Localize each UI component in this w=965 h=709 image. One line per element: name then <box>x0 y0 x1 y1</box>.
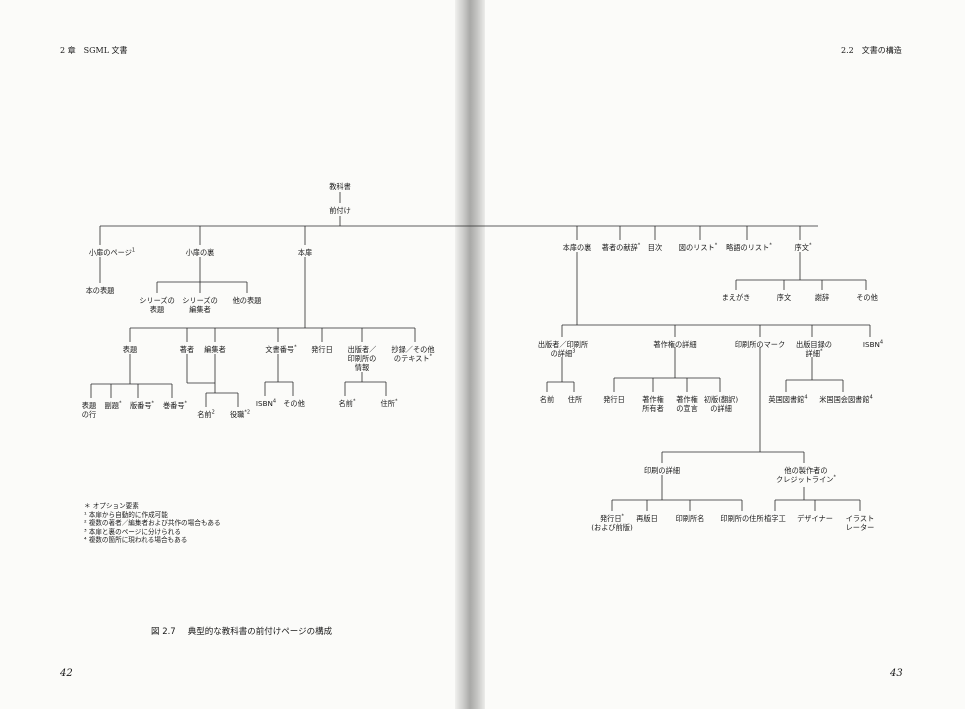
node-illustrator: イラスト レーター <box>845 514 875 532</box>
node-author: 著者 <box>179 345 195 354</box>
figure-caption: 図 2.7 典型的な教科書の前付けページの構成 <box>151 625 344 637</box>
page-number-left: 42 <box>60 668 73 679</box>
node-book-title: 本の表題 <box>85 286 115 295</box>
node-table-of-contents: 目次 <box>647 243 663 252</box>
node-title: 表題 <box>122 345 138 354</box>
node-edition: 版番号* <box>129 400 155 410</box>
node-cataloging-detail: 出版目録の 詳細* <box>796 340 832 358</box>
node-reprint-date: 再版日 <box>636 514 658 523</box>
node-abstract-text: 抄録／その他 のテキスト* <box>391 345 435 363</box>
running-head-left: 2 章 SGML 文書 <box>60 46 128 55</box>
node-other-titles: 他の表題 <box>232 296 262 305</box>
node-textbook: 教科書 <box>329 182 351 191</box>
node-list-of-abbreviations: 略語のリスト* <box>726 242 772 252</box>
node-print-date: 発行日* (および前版) <box>591 513 633 532</box>
node-publisher-info: 出版者／ 印刷所の 情報 <box>347 345 377 372</box>
node-name: 名前2 <box>197 409 215 419</box>
figure-notes: ＊ オプション要素 ¹ 本扉から自動的に作成可能 ² 複数の著者／編集者および共… <box>84 502 221 545</box>
node-front-matter: 前付け <box>329 206 351 215</box>
node-series-title: シリーズの 表題 <box>139 296 175 314</box>
node-other-credits: 他の製作者の クレジットライン* <box>775 466 837 484</box>
node-publication-date-left: 発行日 <box>311 345 333 354</box>
note-multiple-authors: ² 複数の著者／編集者および共作の場合もある <box>84 519 221 528</box>
page-number-right: 43 <box>890 668 903 679</box>
node-british-library: 英国図書館4 <box>768 394 808 404</box>
node-print-detail: 印刷の詳細 <box>644 466 680 475</box>
node-editor: 編集者 <box>204 345 226 354</box>
node-copyright-statement: 著作権 の宣言 <box>676 395 698 413</box>
node-title-verso: 本扉の裏 <box>562 243 592 252</box>
figure-number: 図 2.7 <box>151 627 176 637</box>
node-printer-name: 印刷所名 <box>675 514 705 523</box>
node-volume: 巻番号* <box>162 400 188 410</box>
node-copyright-detail: 著作権の詳細 <box>653 340 697 349</box>
node-isbn-left: ISBN4 <box>255 398 277 408</box>
node-half-title-verso: 小扉の裏 <box>185 248 215 257</box>
node-first-edition: 初版(翻訳) の詳細 <box>703 395 739 413</box>
node-copyright-date: 発行日 <box>603 395 625 404</box>
node-copyright-holder: 著作権 所有者 <box>642 395 664 413</box>
node-half-title-page: 小扉のページ1 <box>88 247 136 257</box>
node-typesetter: 植字工 <box>764 514 786 523</box>
node-publisher-detail: 出版者／印刷所 の詳細3 <box>537 340 589 358</box>
node-title-page: 本扉 <box>297 248 313 257</box>
node-document-number: 文書番号* <box>265 344 297 354</box>
node-designer: デザイナー <box>797 514 833 523</box>
left-page <box>0 0 462 709</box>
node-foreword: まえがき <box>721 293 751 302</box>
node-title-line: 表題 の行 <box>81 401 97 419</box>
right-page <box>478 0 965 709</box>
book-gutter <box>455 0 485 709</box>
node-subtitle: 副題* <box>104 400 122 410</box>
node-publisher-address: 住所* <box>380 398 398 408</box>
node-isbn-right: ISBN4 <box>862 339 884 349</box>
figure-caption-text: 典型的な教科書の前付けページの構成 <box>187 627 333 637</box>
node-preface-other: その他 <box>856 293 878 302</box>
node-printer-address: 印刷所の住所 <box>720 514 764 523</box>
node-printer-mark: 印刷所のマーク <box>734 340 786 349</box>
node-acknowledgment: 謝辞 <box>814 293 830 302</box>
node-library-of-congress: 米国国会図書館4 <box>819 394 873 404</box>
node-other-number: その他 <box>283 399 305 408</box>
node-detail-name: 名前 <box>539 395 555 404</box>
node-position: 役職*2 <box>229 409 251 419</box>
node-publisher-name: 名前* <box>338 398 356 408</box>
note-multiple-locations: ⁴ 複数の箇所に現われる場合もある <box>84 536 188 545</box>
note-optional: ＊ オプション要素 <box>84 502 139 510</box>
running-head-right: 2.2 文書の構造 <box>841 46 902 55</box>
note-split-pages: ³ 本扉と裏のページに分けられる <box>84 527 181 536</box>
note-auto: ¹ 本扉から自動的に作成可能 <box>84 510 168 519</box>
node-list-of-figures: 図のリスト* <box>678 242 718 252</box>
node-detail-address: 住所 <box>567 395 583 404</box>
node-series-editor: シリーズの 編集者 <box>182 296 218 314</box>
node-dedication: 著者の献辞* <box>601 242 641 252</box>
node-preface-text: 序文 <box>776 293 792 302</box>
node-preface: 序文* <box>794 242 812 252</box>
